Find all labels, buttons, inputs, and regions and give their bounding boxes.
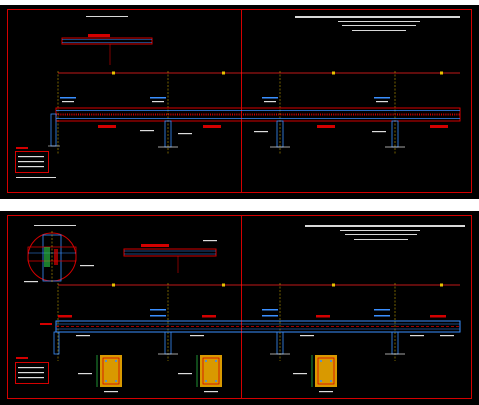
beam-detail-small: [123, 240, 217, 273]
column-annotations: [140, 130, 386, 135]
column-axes: [57, 283, 396, 361]
sheet-divider: [241, 216, 242, 398]
sheet-frame: [7, 9, 472, 193]
column-3: [270, 331, 290, 355]
detail-note: [24, 281, 38, 283]
column-2: [158, 331, 178, 355]
beam-tags: [98, 125, 448, 128]
title-block-line: [338, 21, 420, 22]
title-block-line: [305, 225, 465, 227]
legend-box: [15, 151, 49, 173]
sheet-frame: [7, 215, 472, 399]
column-3: [270, 120, 290, 148]
drawing-sheet-bottom: [0, 211, 479, 405]
dimension-line: [58, 71, 460, 75]
title-block-line: [34, 225, 76, 226]
dimension-line: [58, 283, 460, 287]
title-block-line: [345, 234, 417, 235]
structural-drawing-top: [16, 34, 461, 178]
section-detail-1: [78, 355, 122, 393]
main-beam: [55, 107, 461, 122]
beam-detail-small: [61, 34, 153, 65]
column-axes: [57, 71, 396, 155]
column-2: [158, 120, 178, 148]
title-block-line: [86, 16, 128, 17]
beam-labels-below: [76, 335, 454, 337]
columns: [48, 113, 405, 148]
beam-labels: [60, 97, 390, 103]
sheet-divider: [241, 10, 242, 192]
column-4: [385, 120, 405, 148]
structural-drawing-bottom: [16, 231, 461, 393]
column-4: [385, 331, 405, 355]
detail-note: [80, 265, 94, 267]
section-detail-2: [178, 355, 222, 393]
connection-detail-circle: [27, 231, 77, 283]
title-block-line: [352, 30, 406, 31]
note-line: [16, 177, 56, 178]
title-block-line: [340, 230, 420, 231]
legend-box: [15, 362, 49, 384]
section-detail-3: [293, 355, 337, 393]
title-block-line: [354, 239, 408, 240]
beam-labels: [58, 309, 446, 318]
column-1: [48, 113, 60, 147]
column-1: [53, 331, 60, 355]
title-block-line: [295, 16, 460, 18]
title-block-line: [342, 25, 416, 26]
main-beam: [40, 320, 461, 333]
columns: [53, 331, 405, 355]
drawing-sheet-top: [0, 5, 479, 199]
